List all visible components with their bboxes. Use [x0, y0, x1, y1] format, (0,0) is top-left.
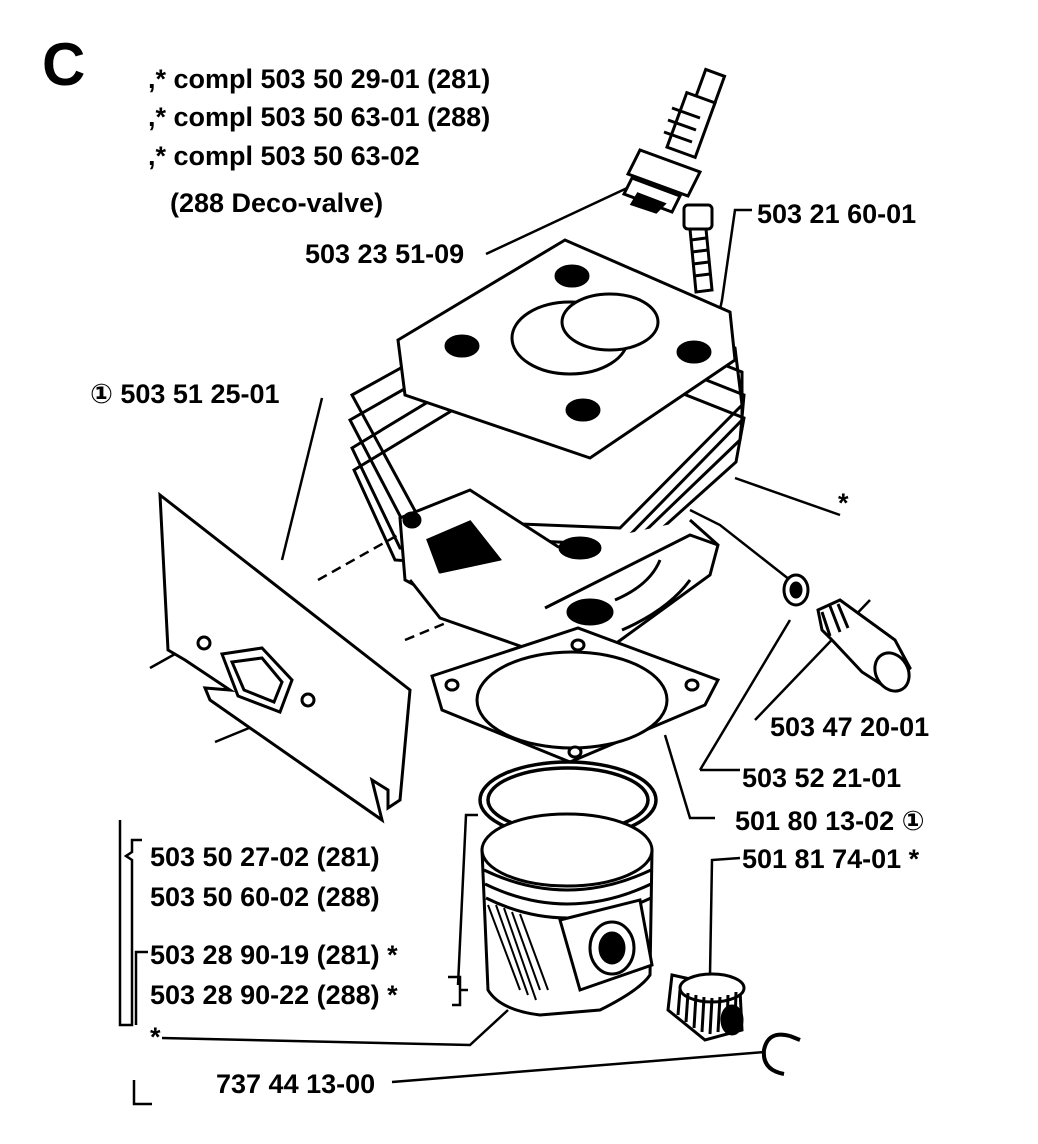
cylinder	[348, 238, 746, 662]
circlip	[761, 1032, 801, 1076]
spark-plug	[621, 67, 727, 214]
leader-cylinder-star	[734, 476, 841, 517]
header-label-2: ,* compl 503 50 63-01 (288)	[148, 102, 490, 132]
leader-spark-plug	[485, 180, 641, 256]
leader-piston	[161, 1009, 509, 1047]
label-piston-288: 503 50 60-02 (288)	[150, 882, 380, 912]
leader-circlip	[391, 1050, 766, 1084]
leader-heat-shield	[280, 397, 324, 561]
header-label-4: (288 Deco-valve)	[170, 188, 383, 218]
piston	[480, 812, 654, 1017]
label-needle-bearing: 501 81 74-01 *	[742, 844, 920, 874]
decomp-valve	[782, 573, 912, 693]
brace-piston-group	[118, 820, 142, 1027]
label-ring-281: 503 28 90-19 (281) *	[150, 940, 398, 970]
label-heat-shield: ① 503 51 25-01	[90, 379, 280, 409]
brace-ring-group	[134, 950, 148, 1025]
brace-ring-right	[448, 975, 468, 1007]
leader-ring	[456, 813, 478, 986]
base-gasket	[430, 626, 721, 764]
label-spark-plug: 503 23 51-09	[305, 239, 464, 269]
label-ring-288: 503 28 90-22 (288) *	[150, 980, 398, 1010]
needle-bearing	[666, 972, 746, 1042]
bolt	[682, 203, 714, 294]
header-label-3: ,* compl 503 50 63-02	[148, 141, 420, 171]
label-circlip: 737 44 13-00	[216, 1069, 375, 1099]
leader-lines	[118, 180, 871, 1106]
label-bolt: 503 21 60-01	[757, 199, 916, 229]
label-base-gasket: 501 80 13-02 ①	[735, 806, 925, 836]
exploded-line-2	[404, 616, 459, 642]
exploded-line-5	[689, 508, 791, 581]
section-letter: C	[42, 31, 85, 98]
leader-bearing	[708, 856, 741, 976]
corner-mark	[132, 1080, 152, 1106]
label-cylinder-star: *	[838, 488, 849, 518]
leader-washer	[698, 619, 792, 772]
leader-base-gasket	[663, 734, 715, 820]
label-piston-281: 503 50 27-02 (281)	[150, 842, 380, 872]
header-label-1: ,* compl 503 50 29-01 (281)	[148, 64, 490, 94]
label-decomp-washer: 503 52 21-01	[742, 763, 901, 793]
heat-shield	[158, 491, 412, 824]
label-piston-star: *	[150, 1022, 161, 1052]
label-decomp-valve: 503 47 20-01	[770, 712, 929, 742]
